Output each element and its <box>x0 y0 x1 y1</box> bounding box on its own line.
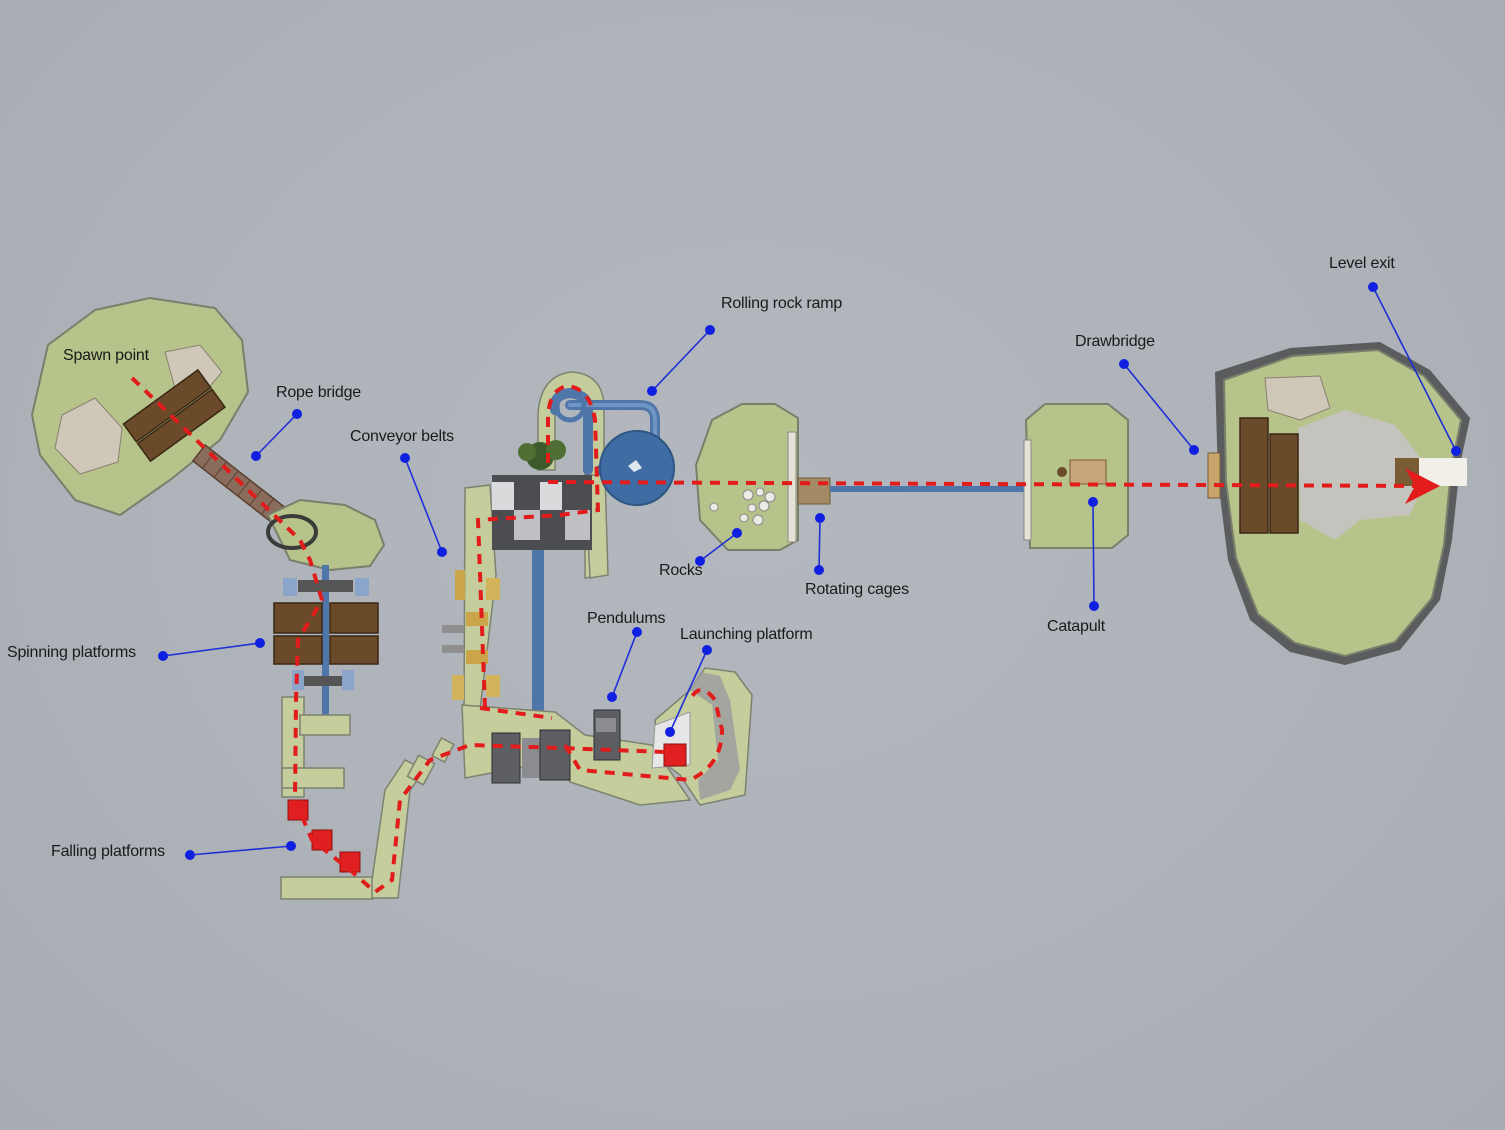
rolling-rock-ramp-area <box>492 371 675 735</box>
label-rolling-rock-ramp: Rolling rock ramp <box>721 295 842 312</box>
label-launching-platform: Launching platform <box>680 626 813 643</box>
label-conveyor-belts: Conveyor belts <box>350 428 454 445</box>
spinning-platforms-area <box>273 565 379 798</box>
marker-pendulums-end <box>607 692 617 702</box>
marker-spinning-platforms-end <box>255 638 265 648</box>
marker-falling-platforms-end <box>286 841 296 851</box>
callout-conveyor-belts: Conveyor belts <box>350 428 454 557</box>
label-rotating-cages: Rotating cages <box>805 581 909 598</box>
callout-falling-platforms: Falling platforms <box>51 841 296 860</box>
callout-launching-platform: Launching platform <box>665 626 813 737</box>
label-spawn-point: Spawn point <box>63 347 150 364</box>
terrain <box>30 296 1470 900</box>
marker-falling-platforms <box>185 850 195 860</box>
callout-rotating-cages: Rotating cages <box>805 513 909 598</box>
marker-pendulums <box>632 627 642 637</box>
marker-rope-bridge <box>292 409 302 419</box>
callout-catapult: Catapult <box>1047 497 1106 635</box>
marker-launching-platform <box>702 645 712 655</box>
callout-rolling-rock-ramp: Rolling rock ramp <box>647 295 843 396</box>
callout-rocks: Rocks <box>659 528 742 579</box>
marker-drawbridge-end <box>1189 445 1199 455</box>
label-falling-platforms: Falling platforms <box>51 843 165 860</box>
marker-level-exit-end <box>1451 446 1461 456</box>
callout-drawbridge: Drawbridge <box>1075 333 1199 455</box>
marker-rolling-rock-ramp-end <box>647 386 657 396</box>
player-route <box>130 376 1440 895</box>
label-rocks: Rocks <box>659 562 703 579</box>
spawn-island <box>30 296 250 517</box>
label-rope-bridge: Rope bridge <box>276 384 361 401</box>
marker-rocks-end <box>695 556 705 566</box>
marker-drawbridge <box>1119 359 1129 369</box>
marker-conveyor-belts-end <box>437 547 447 557</box>
catapult-island <box>1023 403 1129 549</box>
marker-rolling-rock-ramp <box>705 325 715 335</box>
marker-spinning-platforms <box>158 651 168 661</box>
label-level-exit: Level exit <box>1329 255 1395 272</box>
bridge-landing <box>266 498 386 572</box>
exit-island <box>1207 342 1470 665</box>
marker-catapult-end <box>1089 601 1099 611</box>
marker-catapult <box>1088 497 1098 507</box>
lower-structure <box>461 667 753 806</box>
marker-rotating-cages-end <box>814 565 824 575</box>
callout-level-exit: Level exit <box>1329 255 1461 456</box>
label-pendulums: Pendulums <box>587 610 665 627</box>
rocks-island <box>694 403 799 551</box>
marker-rope-bridge-end <box>251 451 261 461</box>
label-catapult: Catapult <box>1047 618 1106 635</box>
callout-spinning-platforms: Spinning platforms <box>7 638 265 661</box>
falling-platforms-area <box>280 736 455 900</box>
marker-level-exit <box>1368 282 1378 292</box>
exit-arrow <box>1405 468 1440 504</box>
marker-rotating-cages <box>815 513 825 523</box>
callout-pendulums: Pendulums <box>587 610 666 702</box>
callouts: Spawn point Rope bridge Conveyor belts R… <box>7 255 1461 860</box>
label-drawbridge: Drawbridge <box>1075 333 1155 350</box>
marker-launching-platform-end <box>665 727 675 737</box>
label-spinning-platforms: Spinning platforms <box>7 644 136 661</box>
rope-anchor <box>266 514 318 550</box>
marker-conveyor-belts <box>400 453 410 463</box>
callout-spawn-point: Spawn point <box>63 347 150 364</box>
marker-rocks <box>732 528 742 538</box>
callout-rope-bridge: Rope bridge <box>251 384 361 461</box>
